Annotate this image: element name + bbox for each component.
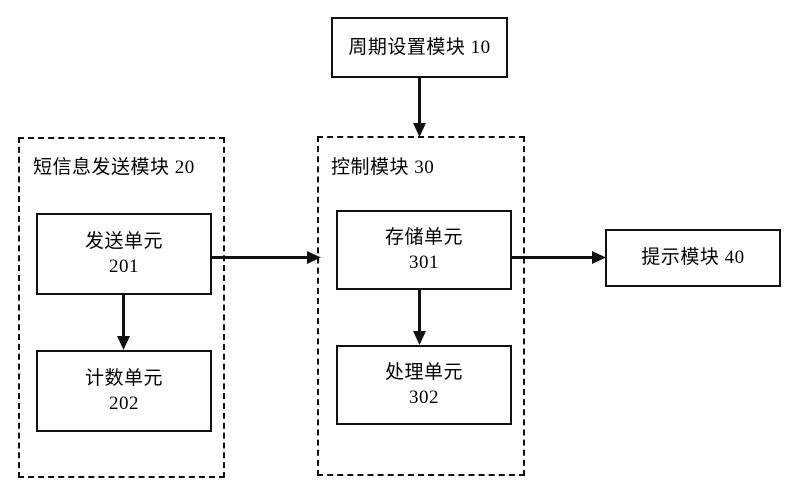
arrow-sending-unit-to-counting-unit bbox=[115, 295, 132, 351]
block-period-setting-module[interactable]: 周期设置模块 10 bbox=[331, 17, 508, 78]
group-label-sms-sending-module: 短信息发送模块 20 bbox=[33, 157, 195, 178]
block-label-line2: 202 bbox=[109, 393, 139, 414]
arrow-sending-unit-to-control-module bbox=[212, 249, 322, 266]
block-label-line1: 计数单元 bbox=[84, 367, 163, 389]
block-label-line2: 201 bbox=[109, 256, 139, 277]
block-prompt-module[interactable]: 提示模块 40 bbox=[605, 229, 781, 287]
block-label-line1: 周期设置模块 10 bbox=[348, 36, 491, 58]
group-sms-sending-module bbox=[18, 137, 225, 478]
block-storage-unit[interactable]: 存储单元 301 bbox=[336, 210, 512, 290]
block-counting-unit[interactable]: 计数单元 202 bbox=[36, 350, 212, 432]
block-label-line1: 发送单元 bbox=[84, 230, 163, 252]
group-control-module bbox=[317, 136, 525, 476]
block-label-line1: 提示模块 40 bbox=[641, 247, 745, 269]
arrow-control-module-to-prompt-module bbox=[512, 249, 607, 266]
arrow-storage-unit-to-processing-unit bbox=[411, 290, 428, 346]
block-label-line2: 302 bbox=[409, 387, 439, 408]
arrow-period-setting-to-control bbox=[411, 78, 428, 138]
block-sending-unit[interactable]: 发送单元 201 bbox=[36, 213, 212, 295]
block-label-line1: 处理单元 bbox=[384, 361, 463, 383]
group-label-control-module: 控制模块 30 bbox=[331, 157, 435, 178]
block-label-line2: 301 bbox=[409, 252, 439, 273]
block-processing-unit[interactable]: 处理单元 302 bbox=[336, 345, 512, 425]
block-label-line1: 存储单元 bbox=[384, 226, 463, 248]
